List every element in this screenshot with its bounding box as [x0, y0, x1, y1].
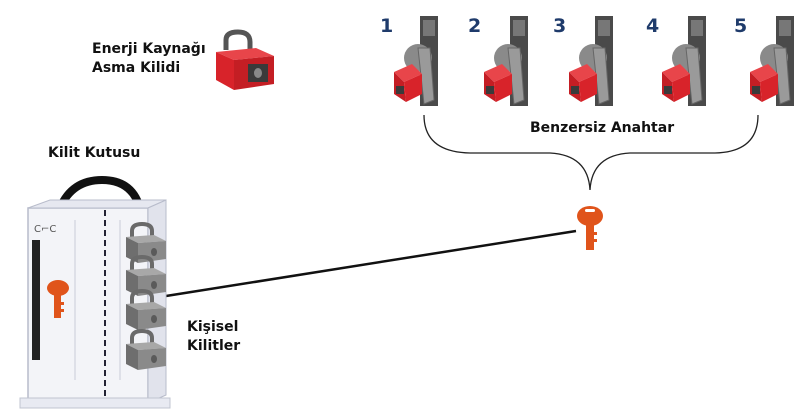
lock-box-key-icon [47, 280, 69, 318]
unique-key-label: Benzersiz Anahtar [530, 120, 675, 136]
red-padlock-icon [484, 64, 512, 102]
personal-locks-label: Kişisel Kilitler [187, 318, 240, 356]
isolation-switch [662, 16, 706, 106]
energy-padlock-label-line1: Enerji Kaynağı [92, 41, 206, 57]
lock-box-handle [56, 175, 144, 210]
isolation-point-number: 2 [468, 15, 482, 37]
isolation-switch [394, 16, 438, 106]
energy-padlock-label: Enerji Kaynağı Asma Kilidi [92, 40, 206, 78]
isolation-point-number: 3 [553, 15, 567, 37]
personal-locks-label-line1: Kişisel [187, 319, 239, 335]
isolation-point-number: 4 [646, 15, 660, 37]
personal-padlock-icon [126, 288, 166, 330]
personal-padlock-icon [126, 328, 166, 370]
unique-key-icon [577, 206, 603, 250]
lock-box-label: Kilit Kutusu [48, 145, 141, 161]
svg-text:C⌐C: C⌐C [34, 224, 56, 235]
personal-padlock-icon [126, 254, 166, 296]
energy-padlock-label-line2: Asma Kilidi [92, 60, 181, 76]
personal-locks-group [126, 221, 166, 370]
personal-locks-label-line2: Kilitler [187, 338, 241, 354]
red-padlock-icon [216, 29, 274, 90]
isolation-point-number: 1 [380, 15, 394, 37]
connector-line [165, 229, 577, 298]
isolation-point-number: 5 [734, 15, 748, 37]
red-padlock-icon [662, 64, 690, 102]
isolation-switch [569, 16, 613, 106]
red-padlock-icon [394, 64, 422, 102]
red-padlock-icon [750, 64, 778, 102]
isolation-points-group [394, 16, 794, 106]
isolation-switch [484, 16, 528, 106]
brace-connector [423, 114, 759, 191]
red-padlock-icon [569, 64, 597, 102]
isolation-switch [750, 16, 794, 106]
